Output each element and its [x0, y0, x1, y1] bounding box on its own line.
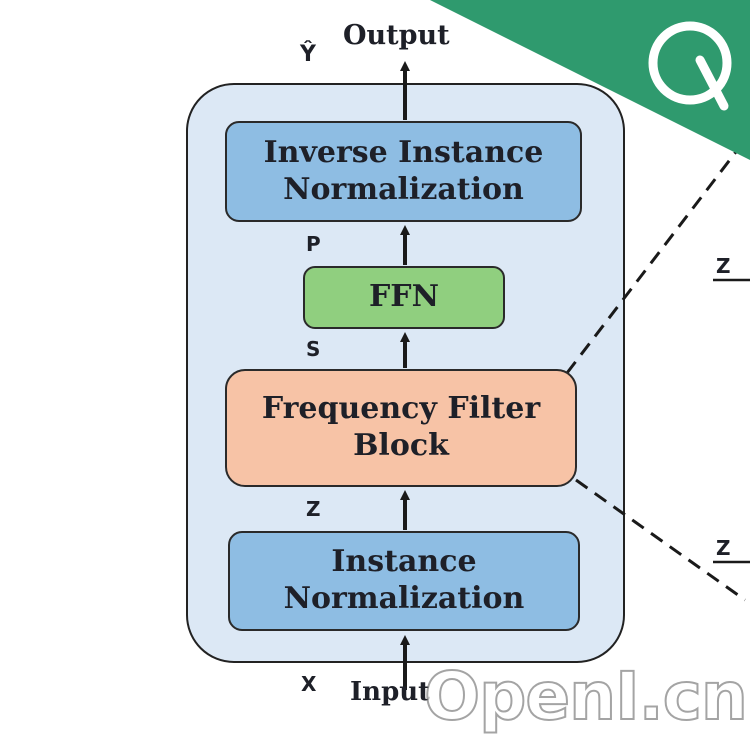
freq-filter-line-1: Frequency Filter: [261, 391, 541, 427]
edge-label-p: P: [306, 232, 321, 256]
zoom-line-top: [565, 139, 747, 374]
openi-logo-icon: [648, 21, 732, 111]
inverse-instance-normalization-block: Inverse Instance Normalization: [225, 121, 582, 222]
input-label: Input: [350, 677, 431, 707]
input-symbol: X: [301, 672, 317, 696]
edge-label-z: Z: [306, 497, 321, 521]
inverse-norm-line-1: Inverse Instance: [263, 134, 544, 170]
zoom-line-bottom: [575, 478, 746, 602]
instance-norm-line-2: Normalization: [283, 581, 525, 616]
frequency-filter-block: Frequency Filter Block: [225, 369, 577, 487]
instance-norm-line-1: Instance: [331, 544, 477, 580]
instance-normalization-block: Instance Normalization: [228, 531, 580, 631]
edge-label-s: S: [306, 337, 321, 361]
ffn-block: FFN: [303, 266, 505, 329]
ffn-label: FFN: [368, 279, 440, 315]
freq-filter-line-2: Block: [353, 428, 449, 463]
right-label-z-bottom: Z: [716, 536, 731, 560]
corner-banner: [430, 0, 750, 160]
inverse-norm-line-2: Normalization: [283, 171, 524, 207]
right-label-z-top: Z: [716, 254, 731, 278]
output-symbol: Ŷ: [300, 42, 316, 67]
output-label: Output: [343, 20, 450, 51]
watermark-text: OpenI.cn: [423, 657, 749, 736]
